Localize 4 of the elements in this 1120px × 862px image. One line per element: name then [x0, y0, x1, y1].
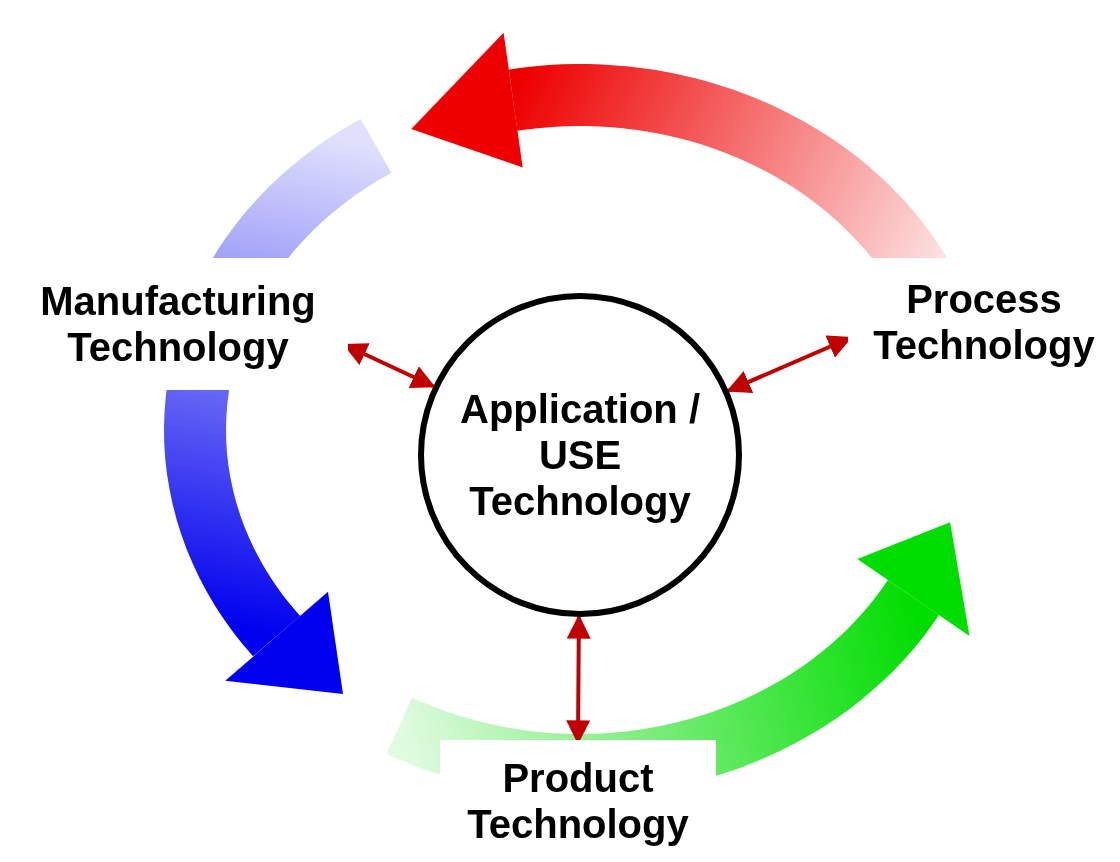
node-label: Application / USE Technology [459, 386, 701, 524]
node-label: Process Technology [872, 276, 1096, 368]
node-label: Manufacturing Technology [39, 278, 317, 370]
node-label: Product Technology [466, 755, 690, 847]
